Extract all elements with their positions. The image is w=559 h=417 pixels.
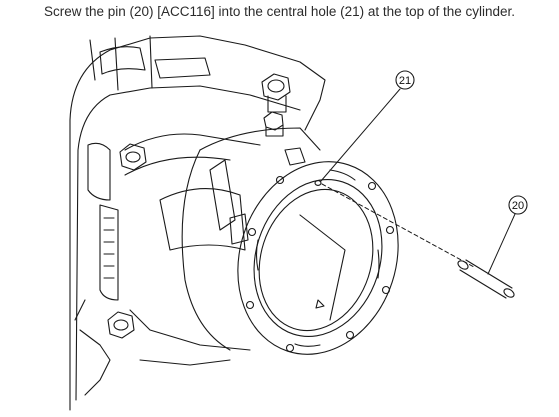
insertion-path-line (321, 183, 475, 268)
callout-20-label: 20 (512, 200, 524, 212)
callout-21-label: 21 (399, 75, 411, 87)
callout-21-leader (320, 88, 401, 182)
bolt-top-center (263, 111, 284, 137)
hex-nut-upper-left (119, 143, 147, 171)
hex-nut-top (261, 73, 291, 113)
cylinder-barrel (181, 127, 321, 351)
cylinder-flange (237, 161, 399, 355)
engine-body (69, 35, 326, 411)
pin-part (457, 259, 515, 299)
callout-20: 20 (508, 195, 528, 215)
instruction-text: Screw the pin (20) [ACC116] into the cen… (43, 4, 515, 19)
callout-21: 21 (395, 70, 415, 90)
central-hole (314, 180, 322, 186)
hex-nut-lower-left (107, 311, 135, 339)
callout-20-leader (487, 213, 516, 275)
